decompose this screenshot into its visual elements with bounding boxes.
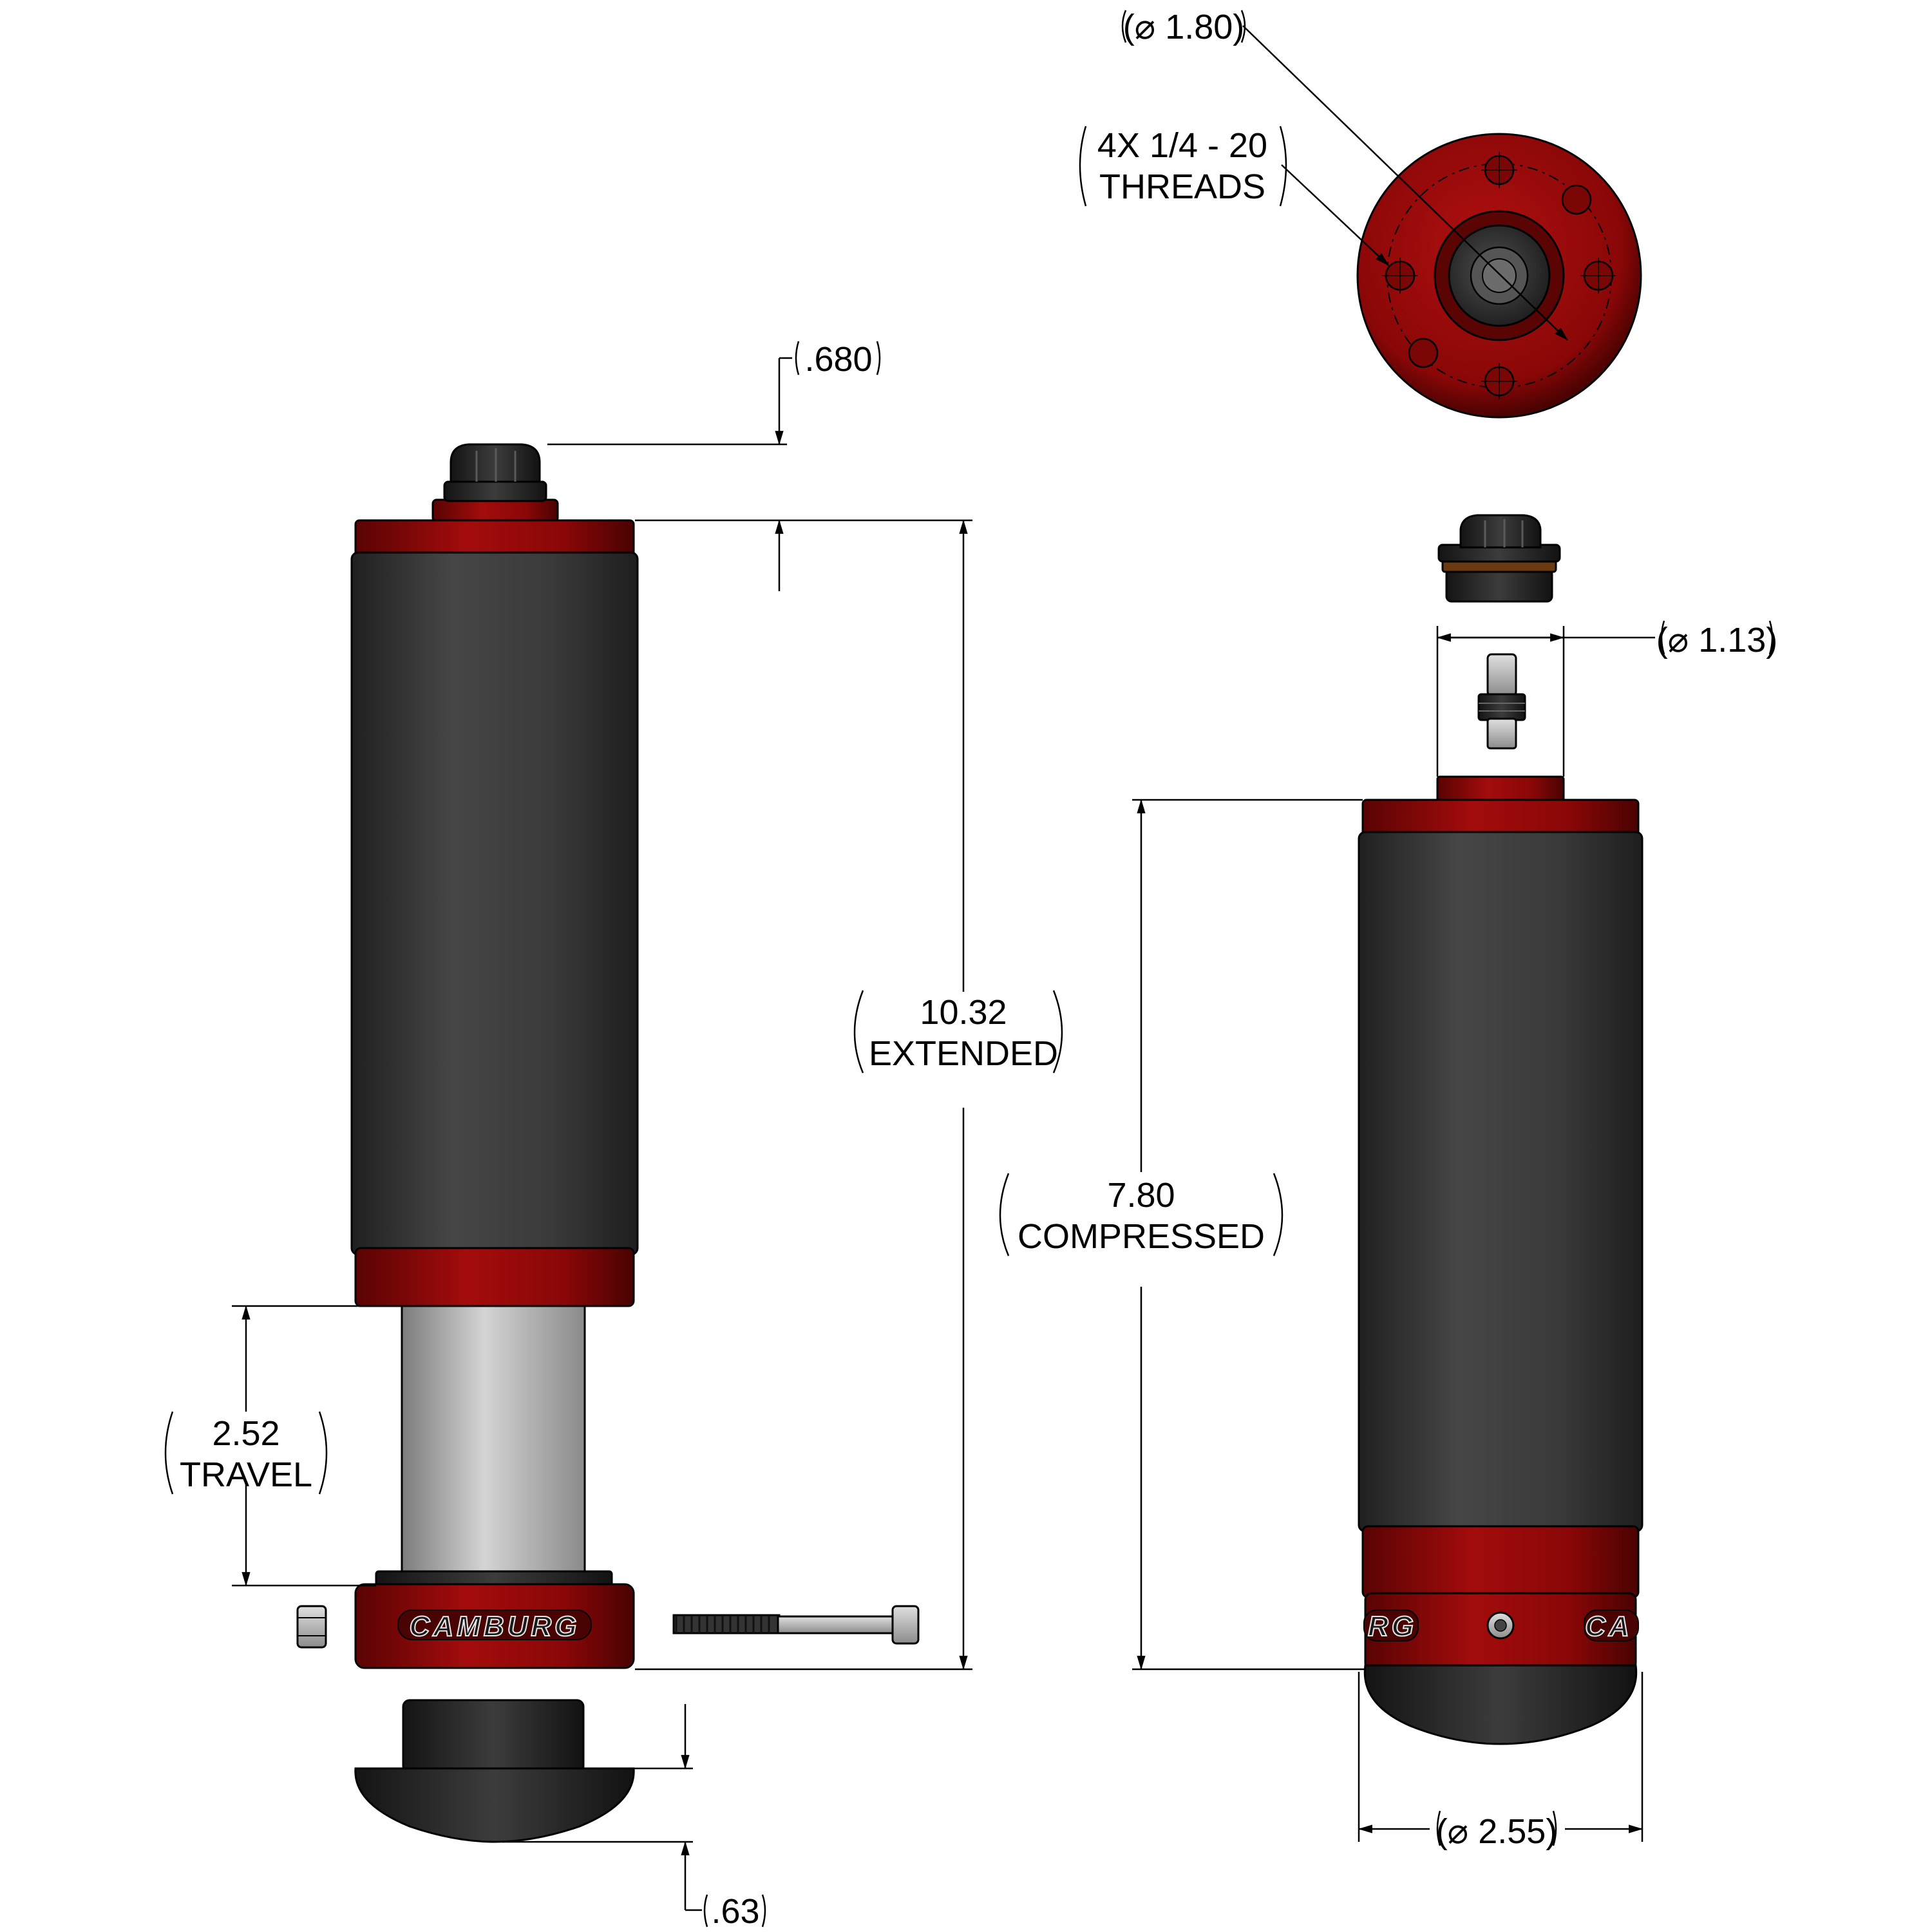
dim-bumper-height: .63 [502,1704,766,1931]
svg-text:TRAVEL: TRAVEL [180,1455,312,1494]
svg-text:2.52: 2.52 [212,1414,279,1453]
bump-stop-exploded [354,1699,635,1843]
top-red-collar [1361,799,1640,837]
svg-text:.680: .680 [804,340,872,379]
dim-threads: 4X 1/4 - 20 THREADS [1079,126,1389,266]
dim-travel: 2.52 TRAVEL [164,1305,402,1587]
main-body-cylinder [1358,831,1643,1533]
thread-hole [1561,184,1592,215]
main-body-cylinder [350,551,639,1256]
camburg-logo: CAMBURG [410,1611,580,1642]
svg-text:(⌀ 1.13): (⌀ 1.13) [1656,621,1778,659]
dim-pin-diameter: (⌀ 1.13) [1436,620,1778,777]
svg-text:7.80: 7.80 [1107,1176,1175,1215]
top-view-mount-plate [1356,133,1642,419]
bump-stop-dome [1363,1664,1638,1745]
dim-compressed-length: 7.80 COMPRESSED [999,799,1365,1671]
svg-text:(⌀ 2.55): (⌀ 2.55) [1436,1812,1558,1851]
logo-fragment-right: CA [1585,1611,1633,1642]
lower-red-collar [1361,1525,1640,1598]
dim-extended-length: 10.32 EXTENDED [635,519,1063,1671]
piston-shaft [401,1305,586,1578]
svg-text:THREADS: THREADS [1099,167,1265,206]
logo-fragment-left: RG [1368,1611,1417,1642]
dim-top-diameter: (⌀ 1.80) [1121,8,1568,341]
svg-text:10.32: 10.32 [920,993,1007,1032]
svg-text:4X 1/4 - 20: 4X 1/4 - 20 [1097,126,1267,165]
dim-cap-height: .680 [547,340,881,591]
dim-body-diameter: (⌀ 2.55) [1358,1672,1643,1851]
lower-red-collar [354,1247,635,1307]
exploded-cap [1437,514,1561,603]
top-red-collar [354,519,635,558]
thread-hole [1408,337,1439,368]
air-valve [1477,653,1526,750]
svg-text:.63: .63 [711,1892,759,1931]
svg-text:COMPRESSED: COMPRESSED [1018,1217,1265,1256]
compressed-shock-view: RG CA [1358,514,1643,1745]
mounting-bolt [672,1605,920,1645]
svg-text:EXTENDED: EXTENDED [869,1034,1058,1073]
hex-nut [296,1605,327,1649]
top-collar-stub [1436,775,1565,804]
svg-text:(⌀ 1.80): (⌀ 1.80) [1123,8,1245,46]
top-cap-knob [431,443,559,523]
extended-shock-view: CAMBURG [296,443,920,1843]
